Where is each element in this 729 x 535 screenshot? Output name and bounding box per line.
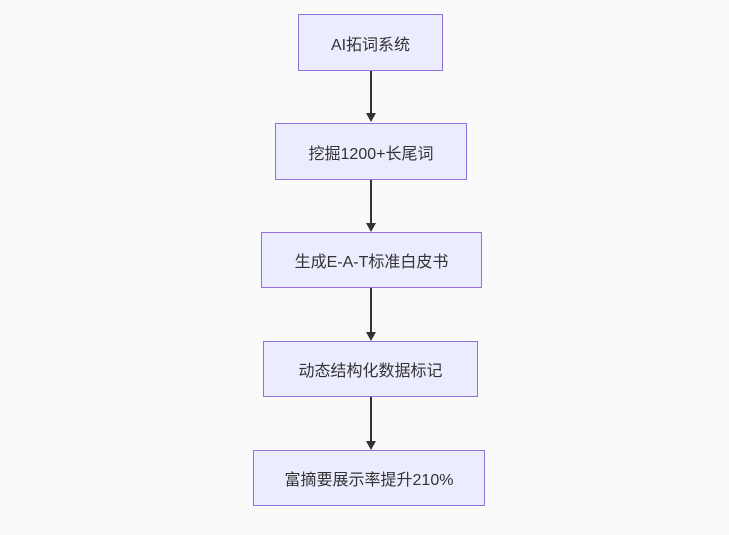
flow-node-label: 动态结构化数据标记 <box>298 363 443 380</box>
arrow-line <box>370 397 372 441</box>
arrow-head-icon <box>366 223 376 232</box>
flow-node-rich-snippet-result: 富摘要展示率提升210% <box>253 450 485 506</box>
arrow-head-icon <box>366 332 376 341</box>
flow-node-structured-data-markup: 动态结构化数据标记 <box>263 341 478 397</box>
flow-arrow-2 <box>365 180 377 232</box>
flow-node-eat-whitepaper: 生成E-A-T标准白皮书 <box>261 232 482 288</box>
flow-node-ai-keyword-system: AI拓词系统 <box>298 14 443 71</box>
arrow-head-icon <box>366 441 376 450</box>
flow-arrow-4 <box>365 397 377 450</box>
arrow-line <box>370 288 372 332</box>
arrow-line <box>370 71 372 113</box>
flow-node-label: 挖掘1200+长尾词 <box>308 145 434 163</box>
arrow-line <box>370 180 372 223</box>
flow-node-longtail-mining: 挖掘1200+长尾词 <box>275 123 467 180</box>
arrow-head-icon <box>366 113 376 122</box>
flow-node-label: AI拓词系统 <box>330 36 411 54</box>
flow-node-label: 生成E-A-T标准白皮书 <box>294 254 449 271</box>
flow-arrow-3 <box>365 288 377 341</box>
flow-arrow-1 <box>365 71 377 122</box>
flow-node-label: 富摘要展示率提升210% <box>284 472 454 489</box>
